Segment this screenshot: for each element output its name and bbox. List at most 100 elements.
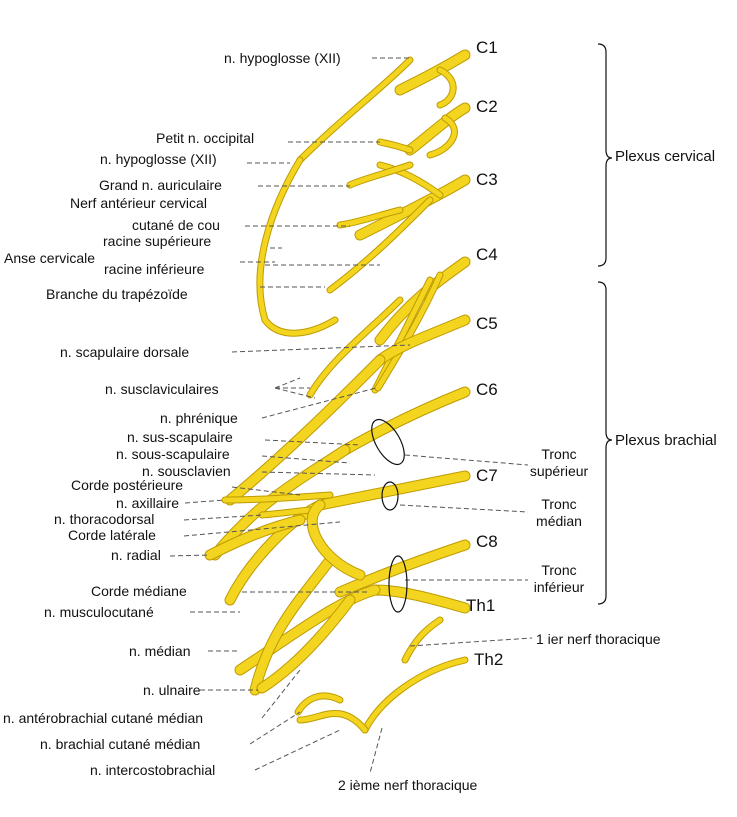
nerve-anse	[257, 157, 338, 336]
label-scapulaire-dorsal: n. scapulaire dorsale	[60, 344, 190, 360]
label-racine-inferieure: racine inférieure	[104, 261, 205, 277]
leader-sous-scapulaire	[261, 455, 351, 464]
level-c6: C6	[476, 380, 498, 399]
nerve-c7	[315, 471, 470, 510]
leader-susclav-a	[274, 377, 301, 389]
trunk-inferieur-label: Tronc inférieur	[533, 562, 585, 595]
level-th1: Th1	[466, 596, 496, 615]
nerve-paths	[204, 49, 471, 734]
nerve-axillaire	[222, 492, 333, 503]
nerve-median-branch	[250, 555, 335, 695]
leader-susclav-c	[274, 387, 316, 399]
label-thoracique-1: 1 ier nerf thoracique	[536, 631, 661, 647]
nerve-loop-c7-c8	[307, 500, 365, 580]
label-susclaviculaires: n. susclaviculaires	[105, 381, 219, 397]
ring-tronc-inferieur	[388, 555, 408, 613]
label-sous-scapulaire: n. sous-scapulaire	[116, 446, 230, 462]
nerve-intercostobrachial	[297, 711, 368, 733]
label-brachial-cutane: n. brachial cutané médian	[40, 736, 201, 752]
nerve-c3	[355, 175, 470, 240]
leader-corde-lat	[183, 521, 341, 537]
nerve-c2-loop	[427, 115, 457, 158]
level-c3: C3	[476, 170, 498, 189]
label-corde-mediane: Corde médiane	[91, 583, 187, 599]
nerve-c8	[335, 540, 470, 597]
label-corde-laterale: Corde latérale	[68, 527, 156, 543]
nerve-thoracique-2	[362, 657, 468, 733]
nerve-brachial-cutane	[295, 693, 343, 715]
label-radial: n. radial	[111, 547, 161, 563]
ring-tronc-median	[381, 481, 399, 511]
label-cutane-cou: cutané de cou	[132, 217, 220, 233]
leader-corde-post	[231, 486, 301, 496]
brace-cervical	[597, 43, 613, 267]
leader-axillaire	[184, 499, 226, 504]
leader-phrenique	[261, 387, 377, 419]
label-axillaire: n. axillaire	[116, 495, 180, 511]
nerve-c1-loop	[437, 67, 456, 108]
leader-intercostobrachial	[254, 729, 341, 771]
label-sousclavien: n. sousclavien	[142, 463, 231, 479]
label-thoracique-2: 2 ième nerf thoracique	[338, 777, 478, 793]
level-c2: C2	[476, 97, 498, 116]
nerve-radial	[205, 515, 305, 560]
group-plexus-brachial: Plexus brachial	[615, 432, 717, 449]
nerve-c6	[340, 387, 470, 455]
nerve-thoracique-2-outline	[361, 656, 469, 734]
label-sus-scapulaire: n. sus-scapulaire	[127, 429, 233, 445]
leader-brachial-cutane	[249, 711, 301, 745]
nerve-c3-branch	[377, 162, 443, 198]
leader-thoracique-1	[409, 637, 533, 647]
label-grand-auriculaire: Grand n. auriculaire	[99, 177, 222, 193]
level-c4: C4	[476, 245, 498, 264]
level-c7: C7	[476, 466, 498, 485]
level-c1: C1	[476, 38, 498, 57]
ring-tronc-superieur	[371, 418, 405, 466]
leader-tronc-med	[399, 504, 529, 513]
nerve-cutane-cou	[337, 207, 403, 228]
leader-scapulaire-dorsal	[231, 344, 411, 353]
group-plexus-cervical: Plexus cervical	[615, 148, 716, 165]
leader-radial	[169, 554, 211, 557]
nerve-hypoglosse	[297, 57, 413, 163]
label-corde-posterieure: Corde postérieure	[71, 477, 184, 493]
nerve-medial-cord	[235, 585, 380, 675]
level-c8: C8	[476, 532, 498, 551]
nerve-phrenique	[375, 272, 443, 391]
trunk-median-label: Tronc médian	[536, 496, 582, 529]
nerve-c1	[395, 50, 470, 95]
nerve-upper-trunk	[225, 355, 385, 505]
label-antebrachial: n. antérobrachial cutané médian	[3, 710, 204, 726]
label-racine-superieure: racine supérieure	[103, 233, 212, 249]
nerve-c5	[375, 315, 470, 365]
level-c5: C5	[476, 314, 498, 333]
leader-antebrachial	[261, 669, 301, 719]
leader-sousclavien	[261, 471, 376, 476]
nerve-thoracodorsal	[259, 507, 313, 518]
label-musculocutane: n. musculocutané	[44, 604, 154, 620]
leader-lines	[169, 57, 533, 774]
nerve-petit-occipital	[377, 139, 413, 153]
leader-sus-scapulaire	[264, 439, 361, 446]
level-th2: Th2	[474, 650, 504, 669]
label-phrenique: n. phrénique	[160, 410, 238, 426]
leader-tronc-sup	[404, 454, 529, 466]
label-median: n. médian	[129, 643, 191, 659]
label-anse-cervicale: Anse cervicale	[4, 250, 96, 266]
nerve-thoracique-1	[402, 617, 443, 663]
leader-thoracique-2	[369, 727, 383, 774]
label-hypoglosse-1: n. hypoglosse (XII)	[224, 50, 341, 66]
label-petit-occipital: Petit n. occipital	[156, 130, 255, 146]
nerve-grand-auriculaire	[347, 162, 413, 188]
leader-thoracodorsal	[183, 514, 263, 521]
nerve-c2	[405, 103, 470, 155]
nerve-racine-inf	[327, 197, 433, 293]
label-intercostobrachial: n. intercostobrachial	[90, 762, 216, 778]
trunk-rings	[371, 418, 408, 613]
trunk-superieur-label: Tronc supérieur	[529, 446, 589, 479]
label-thoracodorsal: n. thoracodorsal	[54, 511, 155, 527]
label-branche-trapezoide: Branche du trapézoïde	[46, 286, 188, 302]
label-ulnaire: n. ulnaire	[143, 682, 201, 698]
